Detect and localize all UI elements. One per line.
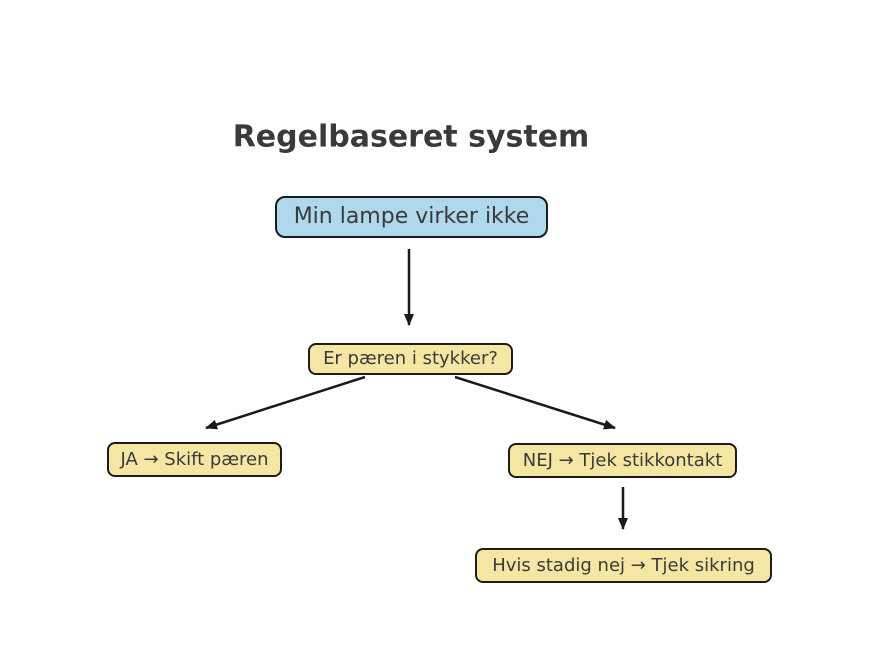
edge-question-to-no xyxy=(454,375,616,430)
node-action-yes-replace-bulb: JA → Skift pæren xyxy=(107,442,282,477)
edge-question-to-yes xyxy=(205,375,366,430)
node-action-check-fuse: Hvis stadig nej → Tjek sikring xyxy=(475,548,772,583)
node-start-lamp-problem: Min lampe virker ikke xyxy=(275,196,548,238)
diagram-title: Regelbaseret system xyxy=(232,119,590,155)
node-decision-bulb-broken: Er pæren i stykker? xyxy=(308,343,513,375)
node-label: JA → Skift pæren xyxy=(120,448,269,470)
node-label: Min lampe virker ikke xyxy=(293,204,530,229)
node-label: Hvis stadig nej → Tjek sikring xyxy=(492,554,755,576)
node-label: Er pæren i stykker? xyxy=(323,348,498,369)
node-action-no-check-outlet: NEJ → Tjek stikkontakt xyxy=(508,443,737,478)
node-label: NEJ → Tjek stikkontakt xyxy=(522,449,723,471)
